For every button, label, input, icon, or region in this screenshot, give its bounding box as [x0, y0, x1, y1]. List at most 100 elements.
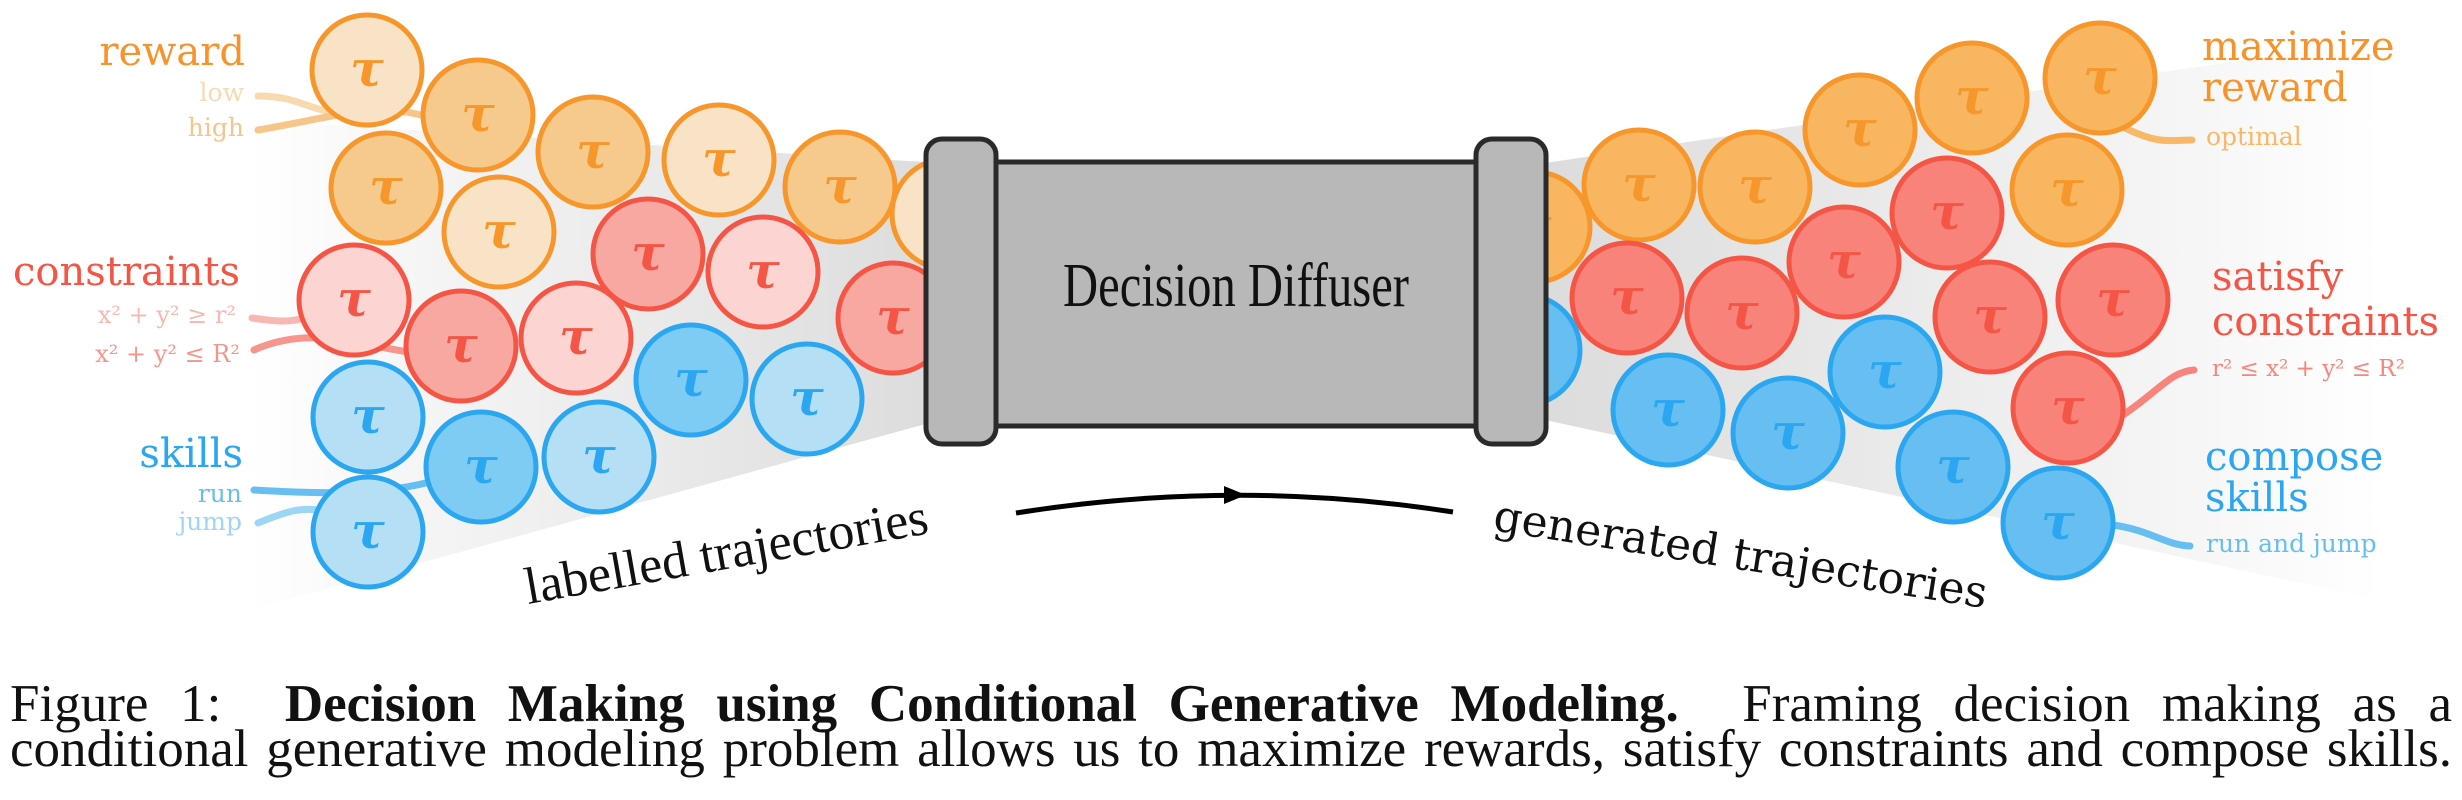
run-and-jump-label: run and jump [2206, 529, 2377, 558]
output-trajectory-constraint: τ [1889, 155, 2005, 271]
tau-symbol: τ [1827, 231, 1861, 290]
model-left-cap [923, 136, 999, 447]
tau-symbol: τ [823, 156, 857, 215]
output-trajectory-skill: τ [2000, 465, 2116, 581]
input-trajectory-skill: τ [633, 322, 749, 438]
tau-symbol: τ [1973, 286, 2007, 345]
trajectory-circle [1895, 409, 2011, 525]
trajectory-circle [1914, 40, 2030, 156]
input-trajectory-reward: τ [535, 94, 651, 210]
trajectory-circle [328, 130, 444, 246]
tau-symbol: τ [702, 129, 736, 188]
trajectory-circle [633, 322, 749, 438]
constraint-band-label: r² ≤ x² + y² ≤ R² [2212, 356, 2405, 382]
skill-jump-label: jump [175, 507, 242, 536]
trajectory-circle [2010, 350, 2126, 466]
flow-arrow [1015, 486, 1454, 516]
trajectory-circle [1932, 259, 2048, 375]
compose-skills-line1: compose [2205, 434, 2383, 480]
arrow-head-icon [1224, 486, 1246, 504]
tau-symbol: τ [2096, 269, 2130, 328]
tau-symbol: τ [1725, 282, 1759, 341]
tau-symbol: τ [2083, 47, 2117, 106]
compose-skills-line2: skills [2205, 475, 2309, 521]
output-trajectory-constraint: τ [1932, 259, 2048, 375]
input-trajectory-skill: τ [310, 474, 426, 590]
constraints-condition-title: constraints [13, 249, 240, 295]
trajectory-circle [1581, 127, 1697, 243]
tau-symbol: τ [1651, 379, 1685, 438]
trajectory-circle [441, 174, 557, 290]
output-trajectory-constraint: τ [2055, 242, 2171, 358]
right-labels: maximize reward optimal satisfy constrai… [2202, 24, 2439, 558]
tau-symbol: τ [790, 368, 824, 427]
optimal-label: optimal [2206, 122, 2302, 151]
output-trajectory-constraint: τ [1569, 240, 1685, 356]
input-trajectory-skill: τ [749, 341, 865, 457]
trajectory-circle [1730, 375, 1846, 491]
output-trajectory-reward: τ [1802, 72, 1918, 188]
trajectory-circle [590, 196, 706, 312]
input-trajectory-constraint: τ [403, 288, 519, 404]
trajectory-circle [403, 288, 519, 404]
output-trajectory-skill: τ [1730, 375, 1846, 491]
reward-condition-title: reward [99, 29, 245, 75]
trajectory-circle [518, 280, 634, 396]
input-trajectory-skill: τ [423, 409, 539, 525]
input-trajectory-constraint: τ [518, 280, 634, 396]
input-trajectory-reward: τ [420, 57, 536, 173]
trajectory-circle [1610, 352, 1726, 468]
left-labels: reward low high constraints x² + y² ≥ r²… [13, 29, 245, 536]
satisfy-constraints-line1: satisfy [2212, 254, 2344, 300]
trajectory-circle [1786, 204, 1902, 320]
reward-low-label: low [200, 78, 245, 107]
output-trajectory-constraint: τ [1786, 204, 1902, 320]
input-trajectory-reward: τ [782, 129, 898, 245]
input-trajectory-reward: τ [661, 102, 777, 218]
tau-symbol: τ [482, 201, 516, 260]
trajectory-circle [296, 242, 412, 358]
tau-symbol: τ [351, 386, 385, 445]
caption-title: Decision Making using Conditional Genera… [284, 675, 1679, 733]
tau-symbol: τ [1622, 154, 1656, 213]
constraint-outer-label: x² + y² ≥ r² [98, 301, 236, 329]
tau-symbol: τ [746, 241, 780, 300]
trajectory-circle [705, 214, 821, 330]
skill-jump-connector [254, 505, 322, 527]
trajectory-circle [1697, 129, 1813, 245]
trajectory-circle [2042, 20, 2158, 136]
tau-symbol: τ [1843, 99, 1877, 158]
trajectory-circle [535, 94, 651, 210]
trajectory-circle [1889, 155, 2005, 271]
reward-high-label: high [188, 113, 244, 142]
tau-symbol: τ [1610, 267, 1644, 326]
trajectory-circle [1684, 255, 1800, 371]
tau-symbol: τ [1955, 67, 1989, 126]
input-trajectory-constraint: τ [705, 214, 821, 330]
input-trajectory-constraint: τ [590, 196, 706, 312]
model-right-cap [1473, 136, 1549, 447]
output-trajectory-reward: τ [2042, 20, 2158, 136]
skills-condition-title: skills [139, 431, 243, 477]
trajectory-circle [1569, 240, 1685, 356]
output-trajectory-reward: τ [1914, 40, 2030, 156]
input-trajectory-reward: τ [309, 12, 425, 128]
figure-number: Figure 1: [10, 675, 222, 733]
caption-line-2: conditional generative modeling problem … [10, 720, 2452, 778]
tau-symbol: τ [464, 436, 498, 495]
tau-symbol: τ [369, 157, 403, 216]
optimal-connector [2121, 124, 2196, 145]
constraint-outer-connector [248, 314, 309, 325]
trajectory-circle [661, 102, 777, 218]
trajectory-circle [1802, 72, 1918, 188]
decision-diffuser-model: Decision Diffuser [923, 136, 1549, 447]
trajectory-circle [1827, 314, 1943, 430]
tau-symbol: τ [337, 269, 371, 328]
tau-symbol: τ [582, 426, 616, 485]
input-trajectory-skill: τ [541, 399, 657, 515]
model-body [982, 159, 1500, 429]
tau-symbol: τ [2050, 159, 2084, 218]
